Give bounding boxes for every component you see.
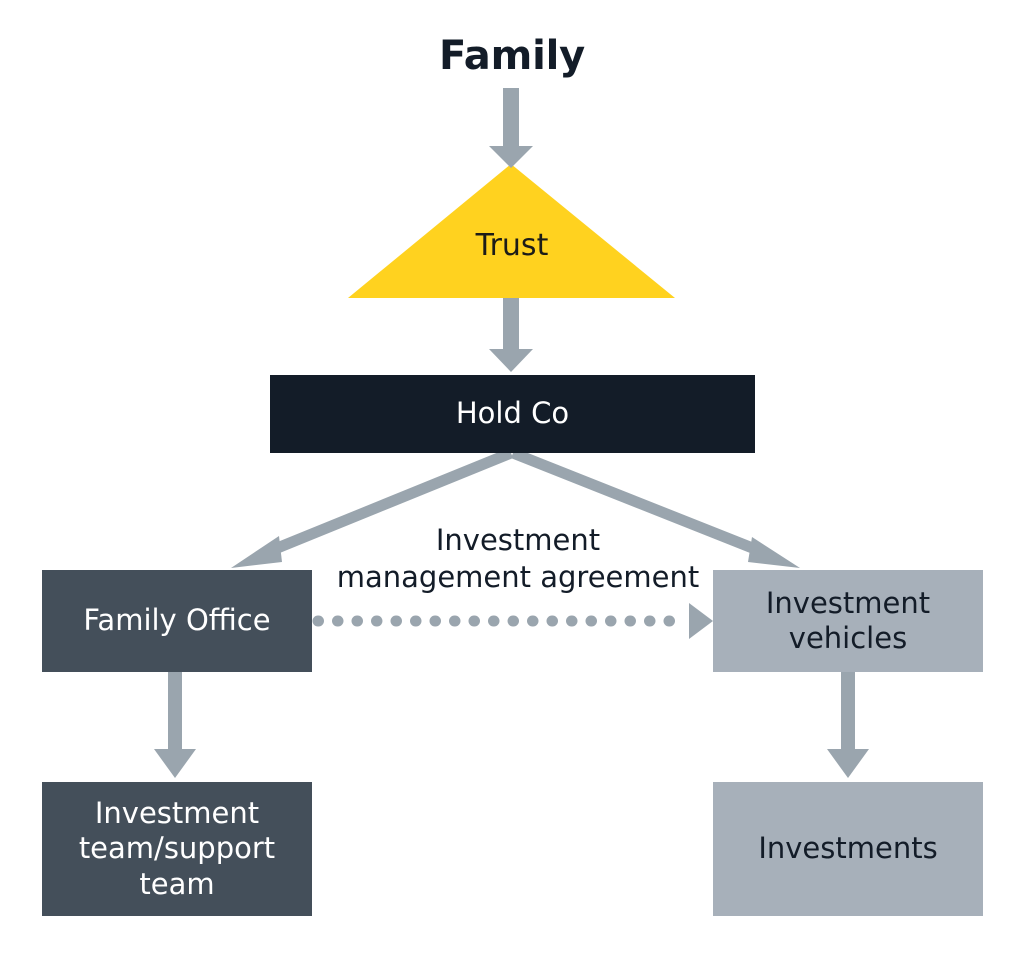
investment-vehicles-node: Investment vehicles <box>713 570 983 672</box>
trust-triangle-shape <box>348 164 675 298</box>
trust-node-label: Trust <box>475 227 549 263</box>
edge-holdco-to-family-office <box>231 447 514 568</box>
edge-family-to-trust <box>489 88 533 168</box>
investments-node: Investments <box>713 782 983 916</box>
hold-co-node: Hold Co <box>270 375 755 453</box>
edge-trust-to-holdco <box>489 298 533 372</box>
edge-investment-vehicles-to-investments <box>827 672 869 778</box>
page-title: Family <box>439 32 585 79</box>
investment-team-support-team-node: Investment team/support team <box>42 782 312 916</box>
family-office-node: Family Office <box>42 570 312 672</box>
edge-family-office-to-investment-vehicles-dotted <box>312 603 713 639</box>
edge-family-office-to-investment-team <box>154 672 196 778</box>
edge-holdco-to-investment-vehicles <box>510 447 800 568</box>
investment-management-agreement-label: Investment management agreement <box>336 523 700 594</box>
